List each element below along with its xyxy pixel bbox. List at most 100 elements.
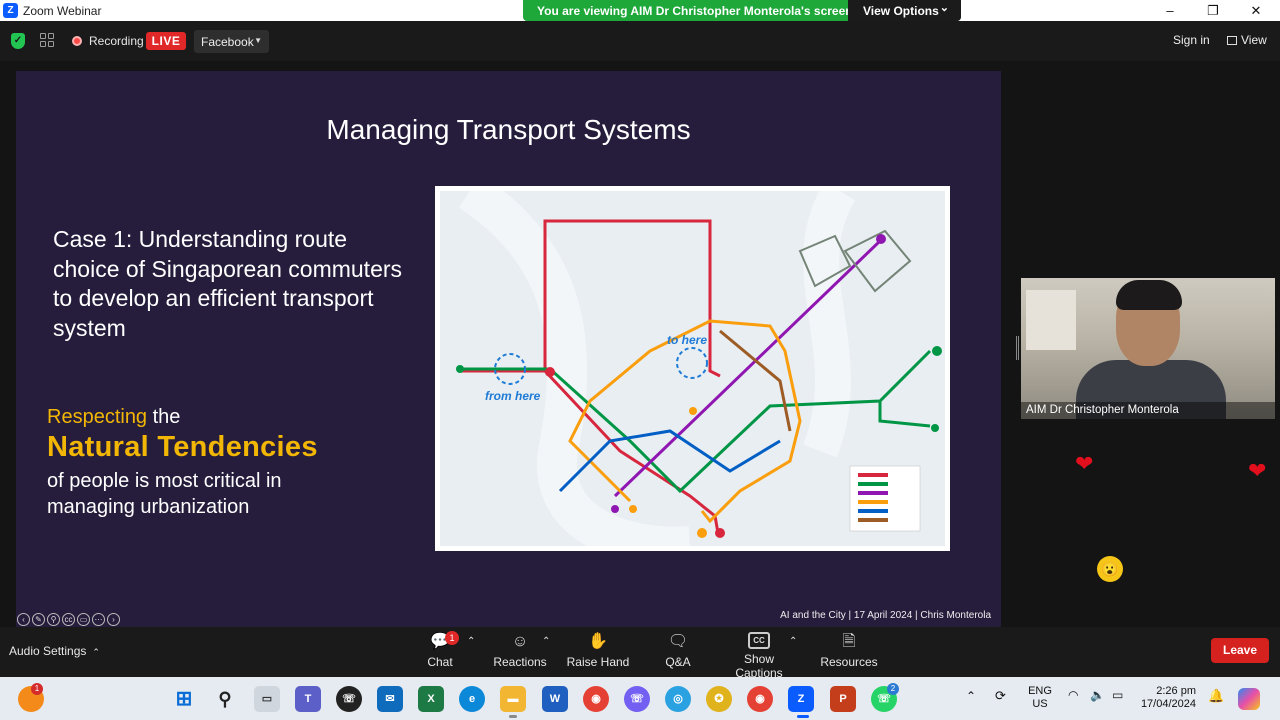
file-explorer-icon[interactable]: ▬: [500, 686, 526, 712]
windows-start-icon[interactable]: ⊞: [175, 688, 193, 710]
minimize-button[interactable]: –: [1166, 3, 1174, 18]
slide-title: Managing Transport Systems: [326, 114, 691, 145]
recording-label: Recording: [89, 34, 144, 48]
notification-bell-icon[interactable]: 🔔: [1208, 688, 1225, 703]
reactions-label: Reactions: [493, 655, 547, 669]
edge-browser-icon[interactable]: e: [459, 686, 485, 712]
resources-document-icon: 🗎: [842, 633, 856, 650]
pen-icon[interactable]: ✎: [32, 613, 45, 626]
notification-badge: 1: [31, 683, 43, 695]
speaker-video-tile[interactable]: AIM Dr Christopher Monterola: [1021, 278, 1275, 419]
volume-icon[interactable]: 🔈: [1090, 688, 1105, 702]
view-options-label: View Options: [863, 4, 939, 18]
chat-options-chevron-icon[interactable]: ⌃: [467, 636, 476, 647]
stream-target-dropdown[interactable]: Facebook▼: [194, 30, 269, 53]
qa-button[interactable]: 🗨 Q&A: [638, 632, 718, 669]
resources-button[interactable]: 🗎 Resources: [809, 632, 889, 669]
slide-respecting-line: Respecting the: [47, 406, 180, 429]
mail-icon[interactable]: ✉: [377, 686, 403, 712]
speaker-name-label: AIM Dr Christopher Monterola: [1021, 402, 1275, 419]
heart-reaction-icon-2: ❤: [1248, 458, 1267, 483]
heart-reaction-icon: ❤: [1075, 451, 1094, 476]
slides-icon[interactable]: ▭: [77, 613, 90, 626]
chat-bubble-icon: 💬: [430, 633, 450, 650]
copilot-icon[interactable]: [1238, 688, 1260, 710]
whatsapp-icon[interactable]: ☏: [871, 686, 897, 712]
next-icon[interactable]: ›: [107, 613, 120, 626]
view-options-button[interactable]: View Options ⌄: [848, 0, 961, 21]
more-icon[interactable]: ⋯: [92, 613, 105, 626]
task-view-icon[interactable]: ▭: [254, 686, 280, 712]
wow-reaction-icon: 😮: [1097, 556, 1123, 582]
cc-icon: CC: [748, 632, 770, 649]
chrome-icon[interactable]: ◉: [583, 686, 609, 712]
shared-screen-slide: Managing Transport Systems Case 1: Under…: [16, 71, 1001, 627]
word-icon[interactable]: W: [542, 686, 568, 712]
resources-label: Resources: [820, 655, 878, 669]
wifi-icon[interactable]: ◠: [1068, 688, 1079, 702]
maps-app-icon[interactable]: ◎: [665, 686, 691, 712]
teams-icon[interactable]: T: [295, 686, 321, 712]
gallery-grid-icon[interactable]: [40, 33, 55, 48]
mrt-map-image: to here from here: [435, 186, 950, 551]
the-word: the: [152, 406, 181, 428]
window-titlebar: Z Zoom Webinar You are viewing AIM Dr Ch…: [0, 0, 1280, 21]
captions-chevron-icon[interactable]: ⌃: [789, 636, 798, 647]
chat-button[interactable]: 💬 Chat 1: [400, 631, 480, 669]
chrome-profile-icon[interactable]: ◉: [747, 686, 773, 712]
zoom-taskbar-icon[interactable]: Z: [788, 686, 814, 712]
recording-dot-icon: [72, 36, 82, 46]
sync-icon[interactable]: ⟳: [995, 688, 1006, 703]
seal-app-icon[interactable]: ✪: [706, 686, 732, 712]
reactions-chevron-icon[interactable]: ⌃: [542, 636, 551, 647]
maximize-button[interactable]: ❐: [1207, 3, 1219, 18]
region-label: US: [1032, 698, 1048, 710]
respecting-word: Respecting: [47, 406, 148, 428]
map-to-here-label: to here: [667, 333, 708, 347]
qa-bubbles-icon: 🗨: [667, 633, 689, 650]
audio-settings-button[interactable]: Audio Settings⌃: [9, 644, 100, 658]
live-badge[interactable]: LIVE: [146, 32, 186, 50]
search-icon[interactable]: ⚲: [218, 689, 232, 709]
slide-case-text: Case 1: Understanding route choice of Si…: [53, 226, 403, 341]
excel-icon[interactable]: X: [418, 686, 444, 712]
raise-hand-button[interactable]: ✋ Raise Hand: [558, 632, 638, 669]
leave-button[interactable]: Leave: [1211, 638, 1269, 663]
view-label: View: [1241, 33, 1267, 47]
captions-icon[interactable]: cc: [62, 613, 75, 626]
reactions-button[interactable]: ☺ Reactions: [480, 632, 560, 669]
hand-icon: ✋: [588, 633, 608, 650]
zoom-icon[interactable]: ⚲: [47, 613, 60, 626]
view-button[interactable]: View: [1227, 33, 1267, 47]
close-button[interactable]: ✕: [1250, 3, 1262, 18]
slide-people-text: of people is most critical in managing u…: [47, 470, 282, 518]
show-captions-label: Show Captions: [735, 652, 783, 680]
windows-taskbar: 1 ⊞ ⚲ ▭ T ☏ ✉ X e ▬ W ◉ ☏ ◎ ✪ ◉ Z P ☏ 2 …: [0, 677, 1280, 720]
show-captions-button[interactable]: CC Show Captions: [719, 632, 799, 680]
natural-tendencies-text: Natural Tendencies: [47, 431, 318, 463]
show-hidden-icons-chevron-icon[interactable]: ⌃: [966, 689, 977, 703]
time-label: 2:26 pm: [1156, 685, 1196, 697]
viber-icon[interactable]: ☏: [624, 686, 650, 712]
whatsapp-badge: 2: [887, 683, 899, 695]
lang-label: ENG: [1028, 685, 1052, 697]
security-shield-icon[interactable]: ✓: [11, 33, 25, 49]
audio-settings-label: Audio Settings: [9, 644, 87, 658]
sign-in-link[interactable]: Sign in: [1173, 33, 1210, 47]
previous-icon[interactable]: ‹: [17, 613, 30, 626]
mrt-map-canvas: to here from here: [440, 191, 945, 546]
viewing-banner-text: You are viewing AIM Dr Christopher Monte…: [537, 4, 853, 18]
speaker-body: [1076, 360, 1226, 419]
chat-badge: 1: [445, 631, 459, 645]
whatsapp-dark-icon[interactable]: ☏: [336, 686, 362, 712]
viewing-banner: You are viewing AIM Dr Christopher Monte…: [523, 0, 961, 21]
view-layout-icon: [1227, 36, 1237, 45]
battery-icon[interactable]: ▭: [1112, 688, 1124, 702]
reactions-smiley-icon: ☺: [511, 633, 529, 650]
meeting-topbar: ✓ Recording LIVE Facebook▼ Sign in View: [0, 21, 1280, 61]
meeting-controls-bar: Audio Settings⌃ 💬 Chat 1 ⌃ ☺ Reactions ⌃…: [0, 627, 1280, 680]
panel-resize-handle[interactable]: [1016, 336, 1019, 360]
powerpoint-icon[interactable]: P: [830, 686, 856, 712]
